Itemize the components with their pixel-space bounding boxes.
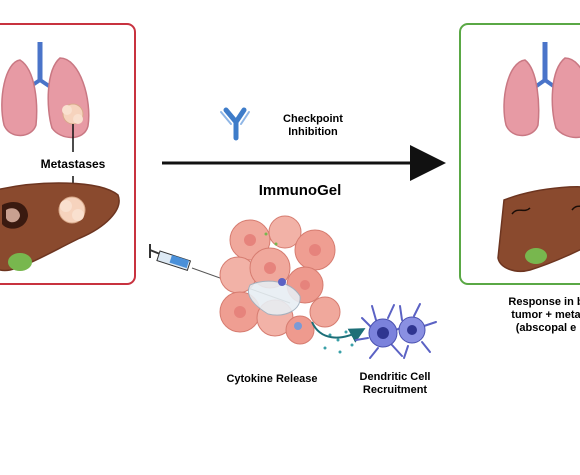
response-label-line1: Response in b	[508, 296, 580, 308]
response-label-line3: (abscopal e	[516, 322, 577, 334]
checkpoint-label-line2: Inhibition	[288, 126, 338, 138]
lung-icon	[503, 42, 580, 139]
immunogel-label: ImmunoGel	[259, 182, 342, 199]
liver-icon	[0, 182, 120, 272]
dendritic-label-line1: Dendritic Cell	[360, 371, 431, 383]
antibody-icon	[220, 107, 250, 141]
cytokine-release-label: Cytokine Release	[226, 373, 317, 385]
dendritic-cell-icon	[355, 303, 437, 359]
right-panel: Response in b tumor + meta (abscopal e	[459, 23, 580, 334]
lung-icon	[1, 42, 90, 139]
metastases-label: Metastases	[41, 157, 106, 171]
left-panel: Metastases	[0, 23, 136, 285]
dendritic-label-line2: Recruitment	[363, 384, 428, 396]
response-label-line2: tumor + meta	[511, 309, 580, 321]
liver-icon	[497, 186, 580, 272]
recruitment-arrow	[311, 321, 366, 343]
tumor-cells-icon	[219, 215, 341, 345]
checkpoint-label-line1: Checkpoint	[283, 113, 343, 125]
